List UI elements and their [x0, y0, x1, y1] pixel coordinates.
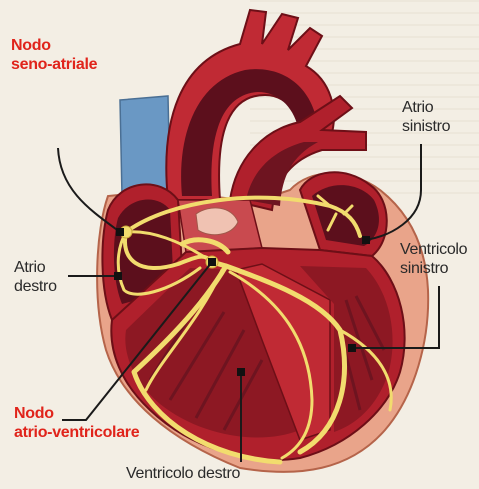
label-atrio-destro: Atrio destro: [14, 258, 57, 296]
label-nodo-seno-atriale: Nodo seno-atriale: [11, 36, 97, 74]
superior-vena-cava: [120, 96, 170, 196]
label-line: Ventricolo destro: [126, 464, 240, 483]
label-line: Atrio: [402, 98, 450, 117]
label-nodo-atrio-ventricolare: Nodo atrio-ventricolare: [14, 404, 139, 442]
label-line: Ventricolo: [400, 240, 467, 259]
label-line: sinistro: [402, 117, 450, 136]
label-ventricolo-destro: Ventricolo destro: [126, 464, 240, 483]
label-ventricolo-sinistro: Ventricolo sinistro: [400, 240, 467, 278]
label-line: atrio-ventricolare: [14, 423, 139, 442]
label-line: Atrio: [14, 258, 57, 277]
label-line: destro: [14, 277, 57, 296]
label-line: Nodo: [14, 404, 139, 423]
label-line: sinistro: [400, 259, 467, 278]
label-line: seno-atriale: [11, 55, 97, 74]
label-line: Nodo: [11, 36, 97, 55]
label-atrio-sinistro: Atrio sinistro: [402, 98, 450, 136]
